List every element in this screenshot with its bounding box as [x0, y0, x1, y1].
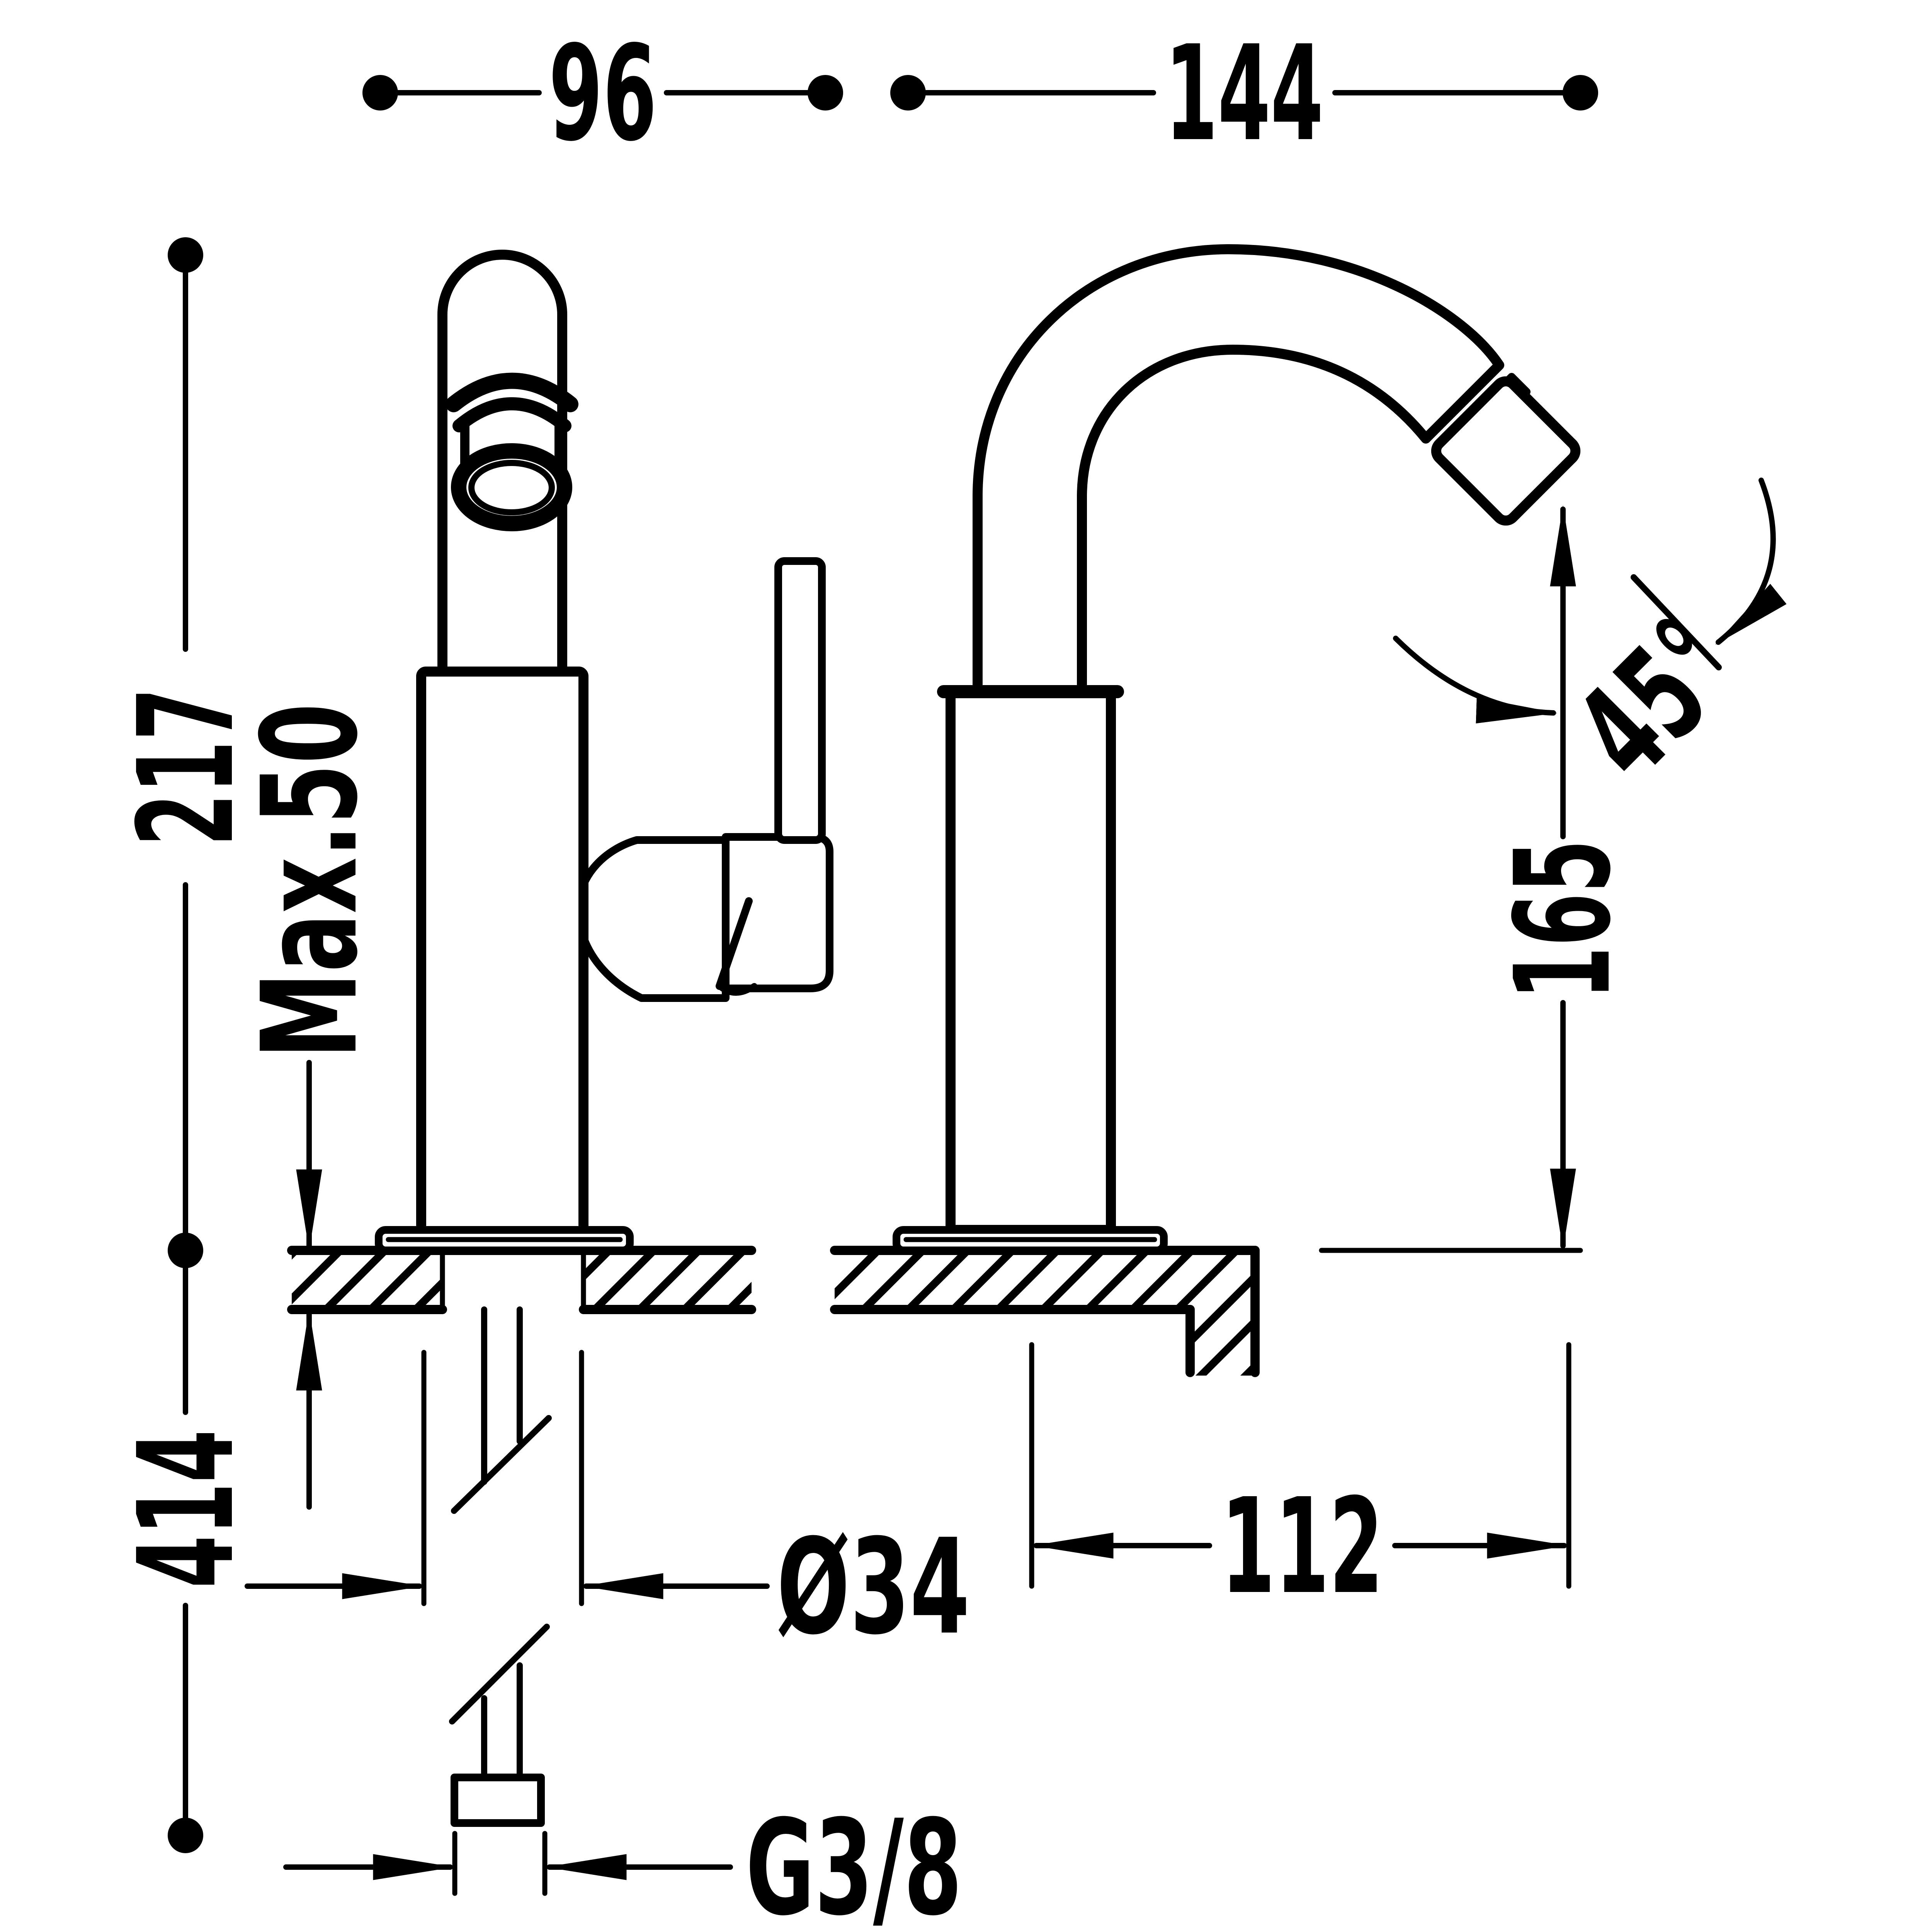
gooseneck-spout	[973, 244, 1504, 701]
front-view-tap	[375, 250, 833, 1254]
outlet-tip-45deg	[1431, 376, 1581, 526]
dim-217: 217	[110, 237, 263, 1268]
break-symbol-upper	[451, 1415, 552, 1514]
below-deck-shank	[449, 1306, 552, 1827]
dim-label-dia34: Ø34	[777, 1511, 970, 1664]
dim-label-414: 414	[110, 1430, 263, 1588]
aerator-face-inner	[468, 460, 555, 515]
dim-dia34: Ø34	[245, 1350, 970, 1664]
dim-label-217: 217	[110, 688, 263, 846]
angle-reference-line	[1631, 574, 1722, 670]
dim-label-165: 165	[1487, 840, 1640, 1000]
angle-arc-arrow-left	[1393, 636, 1558, 724]
tap-body-side	[946, 687, 1116, 1235]
dim-144: 144	[890, 17, 1598, 170]
dim-45deg: 45°	[1393, 478, 1787, 808]
dim-g38: G3/8	[283, 1792, 962, 1932]
dim-dot	[168, 1818, 203, 1853]
dim-414: 414	[110, 1265, 263, 1853]
lever-handle-bar	[774, 557, 826, 844]
dim-label-g38: G3/8	[746, 1792, 962, 1932]
side-view-tap	[893, 244, 1581, 1254]
hose-connector-nut	[451, 1774, 545, 1827]
dim-112: 112	[1029, 1342, 1571, 1623]
dim-max50: Max.50	[234, 703, 387, 1510]
dim-dot	[890, 75, 926, 111]
handle-joint	[574, 836, 730, 1002]
dim-dot	[808, 75, 843, 111]
aerator-ring-upper	[446, 372, 578, 412]
countertop-section-front-view	[287, 1246, 756, 1314]
dim-label-144: 144	[1165, 17, 1323, 170]
dim-label-96: 96	[549, 17, 657, 170]
handle-block-seam	[716, 897, 753, 990]
dim-165: 165	[1319, 505, 1640, 1253]
dim-label-45deg: 45°	[1548, 591, 1765, 808]
handle-block-seam-arc	[716, 983, 757, 996]
countertop-section-side-view	[830, 1246, 1260, 1377]
dim-label-112: 112	[1221, 1470, 1383, 1623]
angle-arc-arrow-right	[1715, 478, 1787, 645]
dim-dot	[168, 237, 203, 273]
dim-dot	[362, 75, 398, 111]
aerator-ring-lower	[452, 397, 571, 432]
dim-label-max50: Max.50	[234, 703, 387, 1059]
tap-body	[416, 667, 588, 1236]
counter-hatch-right	[583, 1250, 752, 1310]
dim-dot	[1563, 75, 1598, 111]
dim-96: 96	[362, 17, 843, 170]
break-symbol-lower	[449, 1624, 550, 1725]
dimensions: 96 144 217 Max.50	[110, 17, 1787, 1932]
dim-dot	[168, 1233, 203, 1268]
counter-hatch-L-shape	[835, 1250, 1255, 1376]
counter-hatch-left	[292, 1250, 442, 1310]
